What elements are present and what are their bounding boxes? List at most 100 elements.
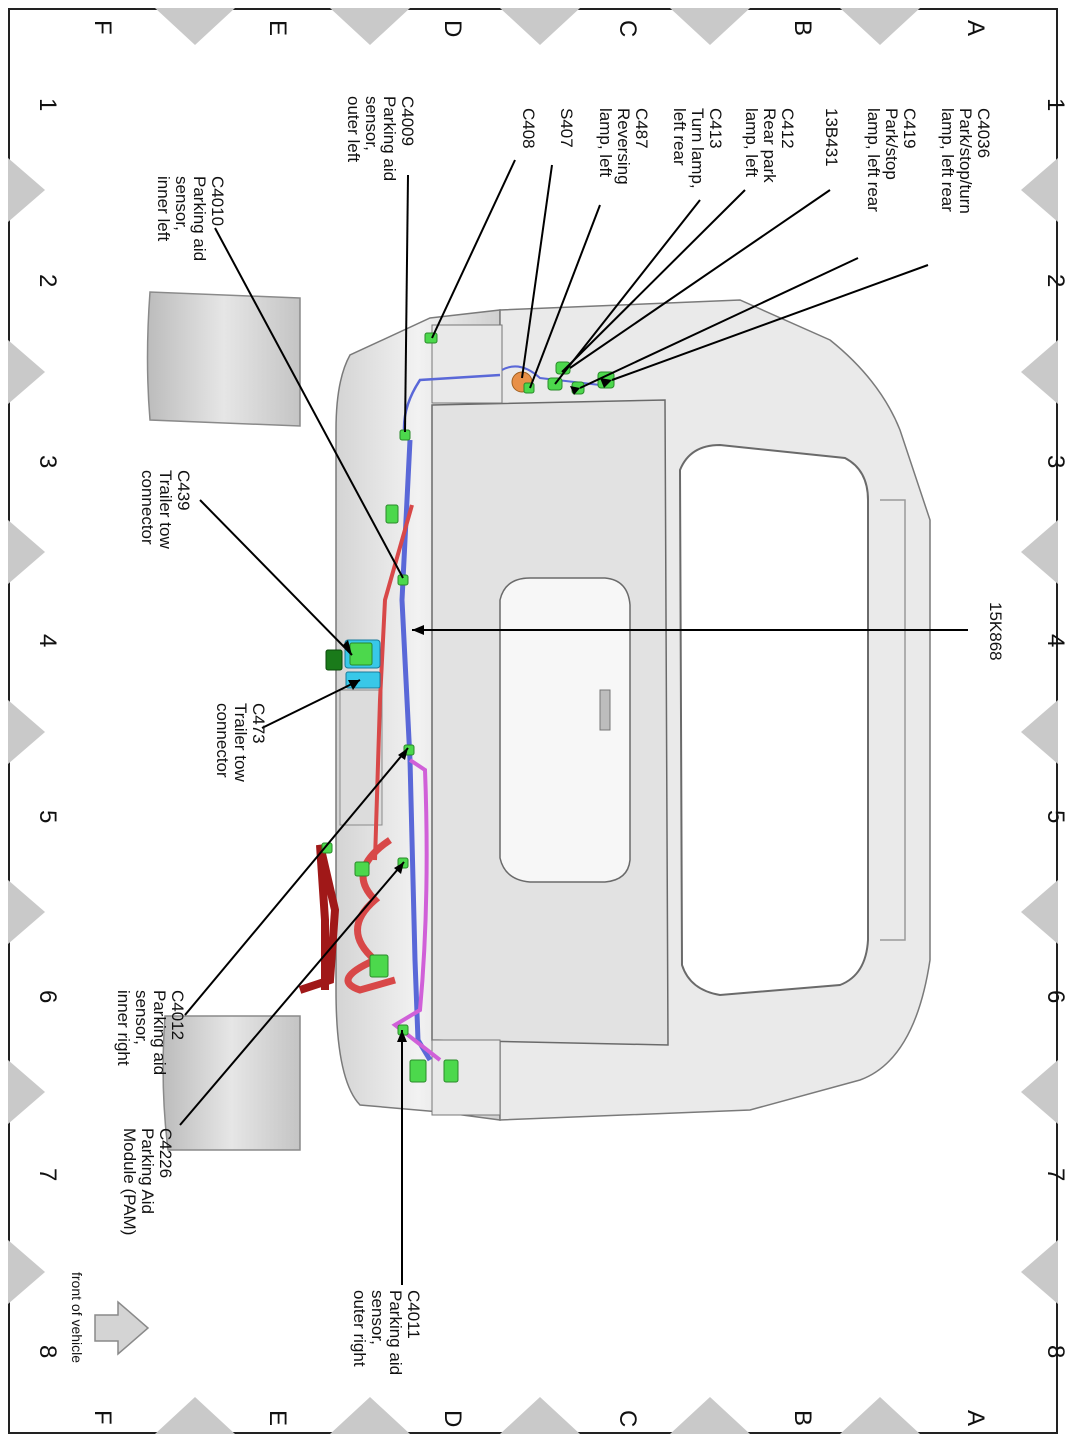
grid-col-7-left: 7 xyxy=(34,1168,61,1181)
harness-red-trailer xyxy=(373,504,414,861)
label-c419-desc-1: Park/stop xyxy=(882,108,901,180)
grid-col-3-right: 3 xyxy=(1042,455,1066,468)
label-c419-desc-2: lamp, left rear xyxy=(864,108,883,212)
leader-c4009 xyxy=(404,174,409,433)
grid-col-1-left: 1 xyxy=(34,98,61,111)
label-c4036-id: C4036 xyxy=(974,108,993,158)
grid-col-6-left: 6 xyxy=(34,990,61,1003)
label-c439-id: C439 xyxy=(174,470,193,511)
connector-dark-red-green xyxy=(321,842,333,854)
connector-red-green-2 xyxy=(369,954,389,978)
label-c412-desc-2: lamp, left xyxy=(742,108,761,177)
connector-c408 xyxy=(424,332,438,344)
grid-row-e-bottom: E xyxy=(264,1410,291,1426)
label-c4010-id: C4010 xyxy=(208,176,227,226)
label-c4011-id: C4011 xyxy=(404,1290,423,1339)
connector-red-green-1 xyxy=(385,504,399,524)
grid-col-4-right: 4 xyxy=(1042,634,1066,647)
label-c487-desc-1: Reversing xyxy=(614,108,633,185)
label-c473-desc-2: connector xyxy=(213,703,232,778)
label-c4226-desc-1: Parking Aid xyxy=(138,1128,157,1214)
leader-c439 xyxy=(199,499,353,656)
label-c413-desc-1: Turn lamp, xyxy=(688,108,707,189)
label-c439-desc-2: connector xyxy=(138,470,157,545)
grid-row-c-bottom: C xyxy=(614,1410,641,1427)
label-c412-id: C412 xyxy=(778,108,797,149)
label-c4011-desc-3: outer right xyxy=(350,1290,369,1367)
front-of-vehicle-label: front of vehicle xyxy=(69,1272,85,1363)
grid-row-a-top: A xyxy=(962,20,989,36)
label-s407-id: S407 xyxy=(557,108,576,148)
grid-row-c-top: C xyxy=(614,20,641,37)
grid-row-d-bottom: D xyxy=(439,1410,466,1427)
connector-pam-2 xyxy=(443,1059,459,1083)
label-c4009-id: C4009 xyxy=(398,96,417,146)
leader-c412 xyxy=(561,189,746,373)
label-c4226-id: C4226 xyxy=(156,1128,175,1178)
grid-row-b-bottom: B xyxy=(789,1410,816,1426)
grid-col-7-right: 7 xyxy=(1042,1168,1066,1181)
leader-c4226 xyxy=(179,861,405,1126)
label-c439-desc-1: Trailer tow xyxy=(156,470,175,549)
connector-c4010 xyxy=(397,574,409,586)
label-c408-id: C408 xyxy=(519,108,538,149)
label-c4009-desc-2: sensor, xyxy=(362,96,381,151)
harness-dark-red xyxy=(298,844,340,994)
grid-col-2-left: 2 xyxy=(34,274,61,287)
label-c4012-desc-3: inner right xyxy=(114,990,133,1066)
grid-row-d-top: D xyxy=(439,20,466,37)
label-c4012-desc-1: Parking aid xyxy=(150,990,169,1075)
label-c4010-desc-2: sensor, xyxy=(172,176,191,231)
label-c4011-desc-2: sensor, xyxy=(368,1290,387,1345)
label-k15k868-id: 15K868 xyxy=(986,602,1005,661)
wiring-harness xyxy=(298,365,601,1062)
direction-arrow-icon xyxy=(94,1300,150,1356)
label-c413-desc-2: left rear xyxy=(670,108,689,166)
label-c4009-desc-1: Parking aid xyxy=(380,96,399,181)
grid-row-e-top: E xyxy=(264,20,291,36)
label-c419-id: C419 xyxy=(900,108,919,149)
vehicle-rear-illustration xyxy=(146,291,931,1151)
grid-col-1-right: 1 xyxy=(1042,98,1066,111)
leader-lines xyxy=(179,159,968,1285)
grid-col-4-left: 4 xyxy=(34,634,61,647)
leader-c4036 xyxy=(611,264,929,381)
label-c4009-desc-3: outer left xyxy=(344,96,363,162)
grid-col-6-right: 6 xyxy=(1042,990,1066,1003)
connector-c439-dark xyxy=(325,649,343,671)
leader-c413 xyxy=(554,199,701,385)
grid-col-5-right: 5 xyxy=(1042,810,1066,823)
grid-row-a-bottom: A xyxy=(962,1410,989,1426)
front-of-vehicle-indicator xyxy=(94,1300,150,1356)
leader-c487 xyxy=(529,204,601,389)
label-c4010-desc-3: inner left xyxy=(154,176,173,241)
connector-red-green-3 xyxy=(354,861,370,877)
label-c4226-desc-2: Module (PAM) xyxy=(120,1128,139,1235)
grid-col-8-left: 8 xyxy=(34,1345,61,1358)
grid-col-3-left: 3 xyxy=(34,455,61,468)
leader-c4010 xyxy=(214,227,404,579)
label-c4010-desc-1: Parking aid xyxy=(190,176,209,261)
label-c473-id: C473 xyxy=(249,703,268,744)
label-c4011-desc-1: Parking aid xyxy=(386,1290,405,1375)
leader-c4012 xyxy=(184,747,409,1016)
grid-col-2-right: 2 xyxy=(1042,274,1066,287)
leader-13b431 xyxy=(569,189,831,369)
grid-col-8-right: 8 xyxy=(1042,1345,1066,1358)
leader-c408 xyxy=(431,159,516,339)
leader-c473 xyxy=(261,679,361,729)
connector-pam-1 xyxy=(409,1059,427,1083)
border-grid-markers xyxy=(8,8,1058,1434)
grid-col-5-left: 5 xyxy=(34,810,61,823)
leader-arrowheads xyxy=(342,378,612,1042)
label-c4012-id: C4012 xyxy=(168,990,187,1040)
connector-c487 xyxy=(523,382,535,394)
connector-c439-body xyxy=(349,642,373,666)
leader-s407 xyxy=(521,164,553,379)
grid-row-f-bottom: F xyxy=(89,1410,116,1425)
label-c4036-desc-1: Park/stop/turn xyxy=(956,108,975,214)
harness-magenta xyxy=(391,758,442,1062)
label-c487-id: C487 xyxy=(632,108,651,149)
